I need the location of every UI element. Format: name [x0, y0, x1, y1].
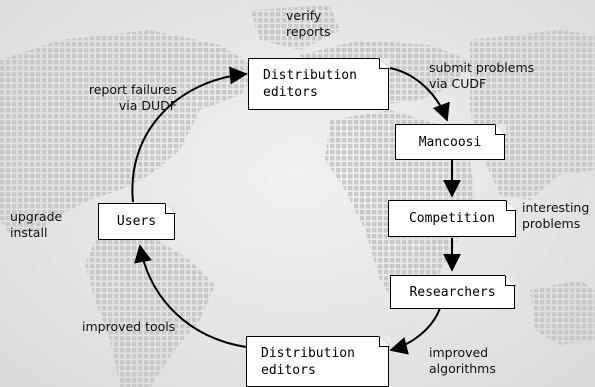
node-mancoosi: Mancoosi — [395, 123, 506, 160]
node-label: Competition — [408, 211, 496, 226]
dog-ear-icon — [505, 199, 517, 211]
arrow-distribution-editors-to-users — [134, 244, 247, 348]
label-report-failures: report failures via DUDF — [88, 82, 177, 113]
arrow-distribution-editors-to-mancoosi — [389, 67, 450, 122]
node-distribution-editors-bottom: Distribution editors — [246, 335, 390, 387]
label-verify-reports: verify reports — [286, 8, 331, 39]
node-label: Distribution editors — [263, 68, 357, 100]
arrow-users-to-distribution-editors — [131, 66, 248, 203]
arrow-researchers-to-distribution-editors — [389, 307, 441, 355]
continent-south-america — [85, 235, 215, 387]
dog-ear-icon — [378, 57, 390, 69]
continent-greenland — [250, 5, 340, 50]
node-users: Users — [98, 202, 176, 240]
dog-ear-icon — [494, 123, 506, 135]
node-label: Mancoosi — [418, 134, 482, 150]
dog-ear-icon — [504, 274, 516, 286]
node-label: Researchers — [409, 284, 496, 300]
continent-australia — [530, 280, 595, 345]
node-distribution-editors-top: Distribution editors — [248, 57, 390, 110]
continent-north-america — [0, 30, 260, 235]
node-competition: Competition — [388, 199, 517, 237]
label-improved-algorithms: improved algorithms — [429, 345, 496, 376]
node-researchers: Researchers — [390, 274, 516, 309]
label-submit-problems: submit problems via CUDF — [429, 60, 535, 91]
node-label: Distribution editors — [261, 345, 355, 378]
label-improved-tools: improved tools — [82, 319, 176, 334]
dog-ear-icon — [164, 202, 176, 214]
node-label: Users — [116, 214, 157, 229]
label-upgrade-install: upgrade install — [10, 209, 63, 240]
label-interesting-problems: interesting problems — [522, 200, 590, 231]
dog-ear-icon — [378, 335, 390, 347]
